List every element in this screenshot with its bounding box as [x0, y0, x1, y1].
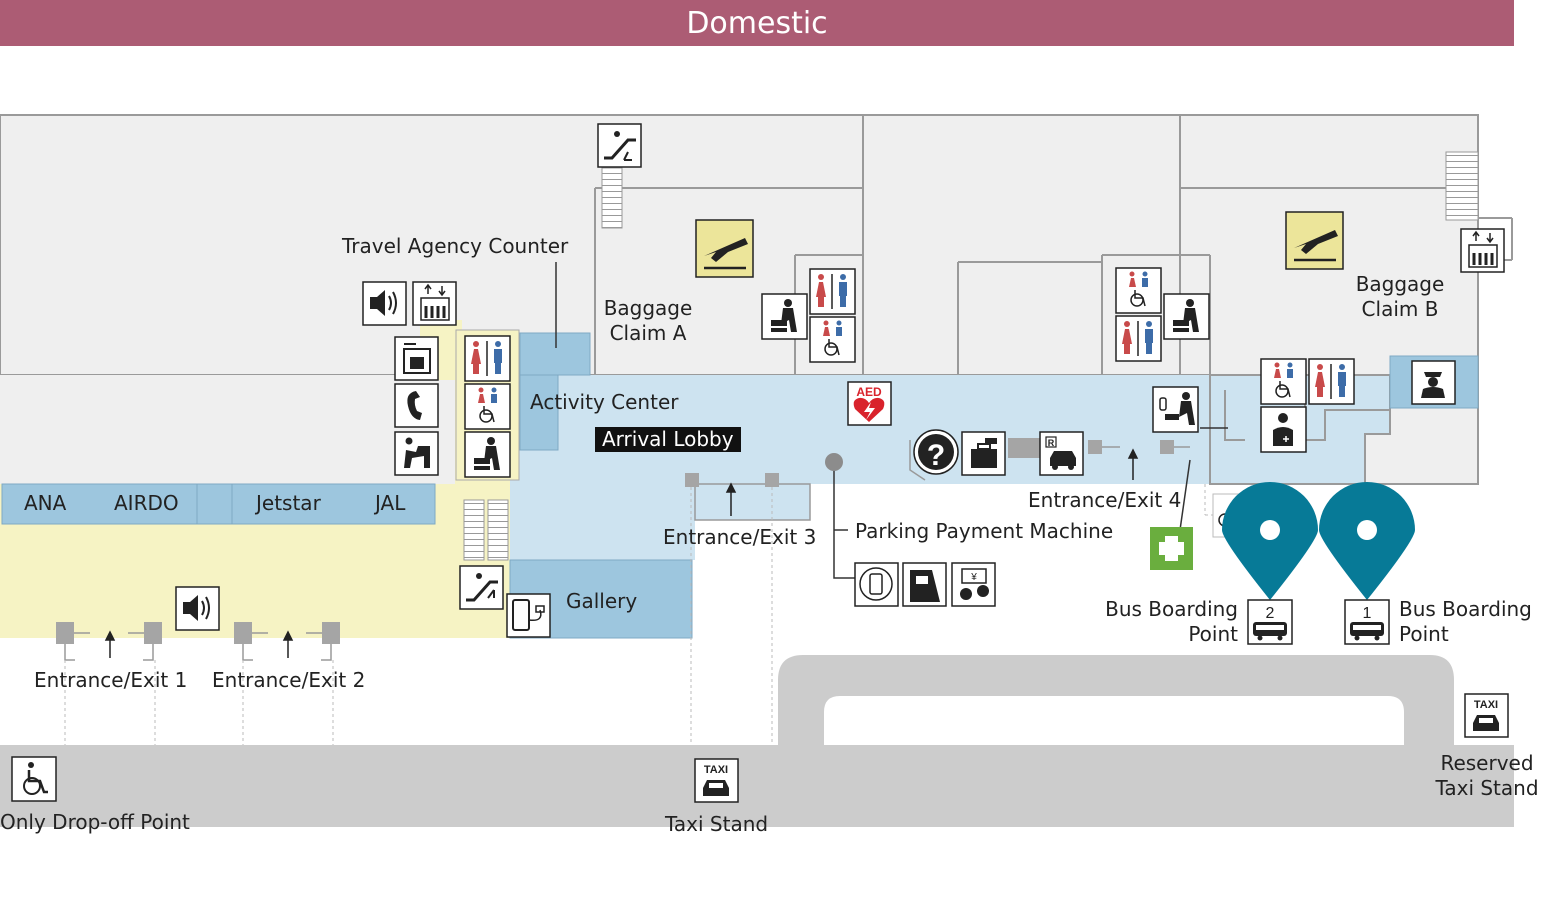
nursing-room-icon[interactable] — [1152, 386, 1199, 433]
reserved-taxi-line2: Taxi Stand — [1435, 776, 1539, 800]
smartphone-charging-icon[interactable] — [506, 593, 551, 638]
counter-ana[interactable]: ANA — [24, 491, 67, 515]
drop-off-label: Only Drop-off Point — [0, 810, 190, 834]
baggage-claim-b-line2: Claim B — [1361, 297, 1439, 321]
baby-care-icon[interactable] — [464, 431, 511, 478]
floor-title: Domestic — [686, 5, 828, 41]
bus-stop-2-icon[interactable]: 2 — [1247, 599, 1293, 645]
telephone-icon[interactable] — [394, 383, 439, 428]
taxi-icon[interactable]: TAXI — [694, 758, 739, 803]
stairs — [463, 151, 1479, 561]
accessible-restroom-icon[interactable] — [1115, 267, 1162, 314]
bus-boarding-pin-1[interactable] — [1319, 482, 1415, 600]
door-markers — [56, 438, 1174, 644]
departure-sign-icon — [695, 219, 754, 278]
counter-jetstar[interactable]: Jetstar — [256, 491, 321, 515]
reserved-taxi-icon[interactable]: TAXI — [1464, 693, 1509, 738]
baby-care-icon[interactable] — [1163, 293, 1210, 340]
counter-jal[interactable]: JAL — [375, 491, 406, 515]
baggage-claim-b-line1: Baggage — [1355, 272, 1445, 296]
water-fountain-icon[interactable] — [394, 431, 439, 476]
bus-stop-2-number: 2 — [1266, 605, 1275, 622]
bus-stop-1-number: 1 — [1363, 605, 1372, 622]
accessible-restroom-icon[interactable] — [1260, 358, 1307, 405]
reserved-taxi-icon-text: TAXI — [1474, 699, 1498, 711]
currency-exchange-icon[interactable]: ¥ — [951, 562, 996, 607]
bus-boarding-1-line2: Point — [1399, 622, 1449, 646]
travel-agency-label: Travel Agency Counter — [342, 234, 569, 258]
restroom-icon[interactable] — [464, 335, 511, 382]
rental-car-icon[interactable]: R — [1039, 431, 1084, 476]
coin-locker-icon[interactable] — [394, 336, 439, 381]
speaker-icon[interactable] — [175, 586, 220, 631]
baggage-claim-a-label: Baggage Claim A — [598, 296, 698, 346]
road-area — [0, 655, 1514, 827]
bus-boarding-2-label: Bus Boarding Point — [1104, 597, 1238, 647]
aed-icon-text: AED — [856, 385, 882, 399]
arrival-lobby-label: Arrival Lobby — [595, 427, 741, 452]
restroom-icon[interactable] — [1308, 358, 1355, 405]
rental-car-icon-text: R — [1048, 438, 1055, 448]
taxi-stand-label: Taxi Stand — [665, 812, 769, 836]
bus-stop-1-icon[interactable]: 1 — [1344, 599, 1390, 645]
entrance-2-label: Entrance/Exit 2 — [212, 668, 366, 692]
floor-banner: Domestic — [0, 0, 1514, 46]
parking-payment-label: Parking Payment Machine — [855, 519, 1114, 543]
activity-center-label: Activity Center — [530, 390, 679, 414]
counter-blocks — [1, 332, 1479, 639]
information-icon[interactable]: ? — [913, 429, 959, 475]
aed-icon[interactable]: AED — [847, 381, 892, 426]
bus-boarding-2-line1: Bus Boarding — [1105, 597, 1238, 621]
svg-text:¥: ¥ — [970, 572, 977, 583]
baggage-claim-b-label: Baggage Claim B — [1350, 272, 1450, 322]
payment-machine-marker — [825, 453, 843, 471]
first-aid-room-icon[interactable] — [1260, 406, 1307, 453]
baggage-claim-a-line1: Baggage — [603, 296, 693, 320]
restroom-icon[interactable] — [809, 268, 856, 315]
elevator-icon[interactable] — [1460, 228, 1505, 273]
entrance-4-label: Entrance/Exit 4 — [1028, 488, 1182, 512]
reserved-taxi-label: Reserved Taxi Stand — [1430, 751, 1544, 801]
baggage-service-icon[interactable] — [961, 431, 1006, 476]
bus-boarding-pin-2[interactable] — [1222, 482, 1318, 600]
mobile-payment-icon[interactable] — [854, 562, 899, 607]
gallery-label: Gallery — [566, 589, 638, 613]
police-icon[interactable] — [1411, 360, 1456, 405]
entrance-arrows — [104, 448, 1139, 658]
restroom-icon[interactable] — [1115, 315, 1162, 362]
wheelchair-icon[interactable] — [11, 756, 57, 802]
entrance-3-label: Entrance/Exit 3 — [663, 525, 817, 549]
speaker-icon[interactable] — [362, 281, 407, 326]
baggage-claim-a-line2: Claim A — [609, 321, 687, 345]
elevator-icon[interactable] — [412, 281, 457, 326]
escalator-down-icon[interactable] — [597, 123, 642, 168]
baby-care-icon[interactable] — [761, 293, 808, 340]
bus-boarding-1-label: Bus Boarding Point — [1399, 597, 1532, 647]
taxi-icon-text: TAXI — [704, 764, 728, 776]
counter-airdo[interactable]: AIRDO — [114, 491, 179, 515]
entrance-1-label: Entrance/Exit 1 — [34, 668, 188, 692]
escalator-up-icon[interactable] — [459, 565, 504, 610]
bus-boarding-1-line1: Bus Boarding — [1399, 597, 1532, 621]
ticket-machine-icon[interactable] — [902, 562, 947, 607]
bus-boarding-2-line2: Point — [1188, 622, 1238, 646]
svg-text:?: ? — [927, 439, 945, 472]
departure-sign-icon — [1285, 211, 1344, 270]
accessible-restroom-icon[interactable] — [464, 383, 511, 430]
first-aid-icon — [1150, 527, 1193, 570]
guide-lines — [64, 484, 1230, 745]
accessible-restroom-icon[interactable] — [809, 316, 856, 363]
reserved-taxi-line1: Reserved — [1440, 751, 1534, 775]
